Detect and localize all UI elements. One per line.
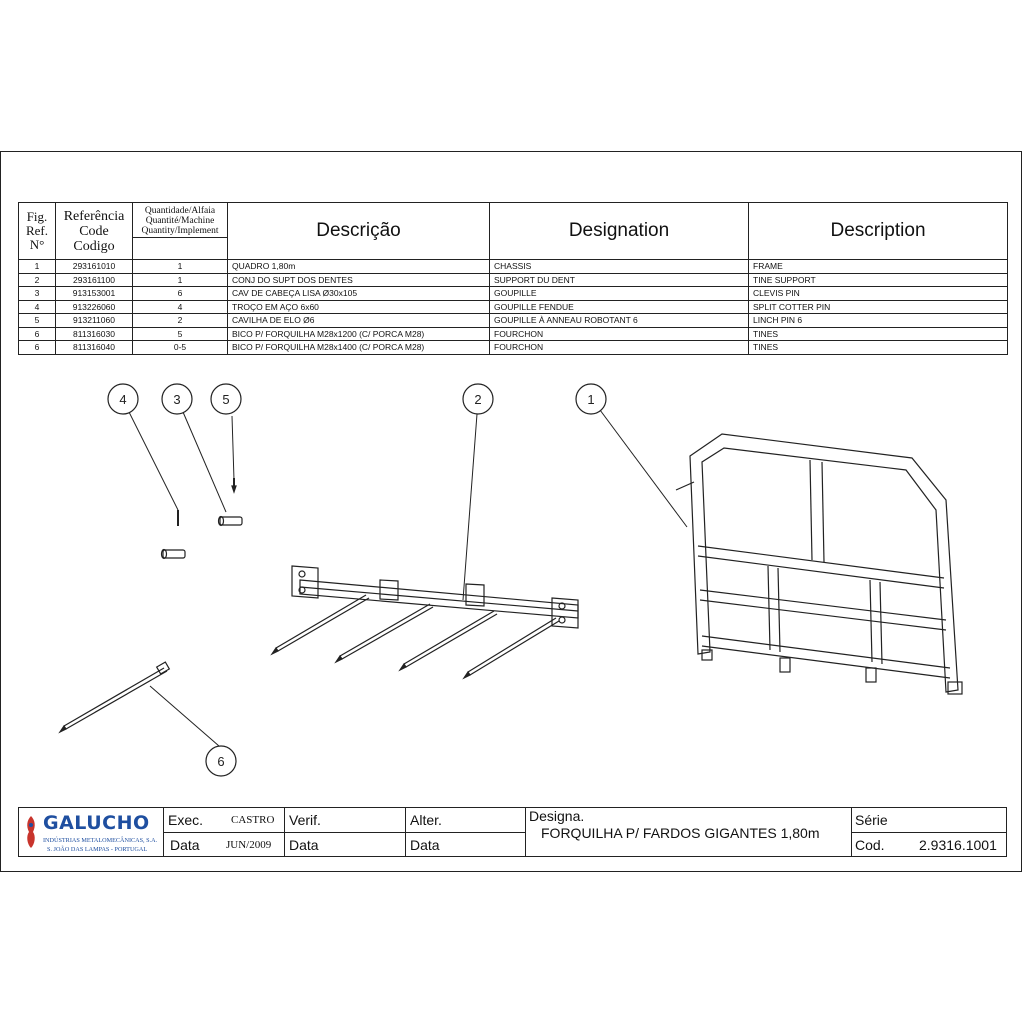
verif-label: Verif. xyxy=(289,812,321,828)
title-block: GALUCHO INDÚSTRIAS METALOMECÂNICAS, S.A.… xyxy=(18,807,1007,857)
cell-fr: FOURCHON xyxy=(489,326,749,341)
header-ref-line1: Referência xyxy=(63,208,125,224)
exec-date-value: JUN/2009 xyxy=(226,839,272,851)
header-fig-line3: N° xyxy=(29,237,45,252)
part-tine-support xyxy=(270,565,579,680)
cell-qty: 5 xyxy=(132,326,228,341)
exec-value: CASTRO xyxy=(231,814,275,826)
callout-circle xyxy=(210,383,242,415)
cell-qty: 1 xyxy=(132,259,228,274)
part-linch-pin xyxy=(231,478,237,494)
header-qty-line3: Quantity/Implement xyxy=(133,226,227,238)
cell-en: CLEVIS PIN xyxy=(748,286,1008,301)
cell-ref: 811316040 xyxy=(55,340,133,355)
parts-list-table: Fig. Ref. N° Referência Code Codigo Quan… xyxy=(18,202,1008,355)
cell-fr: GOUPILLE xyxy=(489,286,749,301)
header-fig-line2: Ref. xyxy=(25,223,49,238)
header-description: Description xyxy=(748,202,1008,260)
rooster-logo-icon xyxy=(27,816,35,848)
cell-fig: 5 xyxy=(18,313,56,328)
header-designation: Designation xyxy=(489,202,749,260)
callout-circle xyxy=(575,383,607,415)
cell-en: FRAME xyxy=(748,259,1008,274)
exec-label: Exec. xyxy=(168,812,204,828)
part-clevis-pin xyxy=(160,515,243,560)
alter-date-label: Data xyxy=(410,837,440,853)
callout-number: 3 xyxy=(173,392,180,407)
designation-label: Designa. xyxy=(529,808,585,824)
alter-label: Alter. xyxy=(410,812,442,828)
cell-fig: 6 xyxy=(18,326,56,341)
cell-fr: SUPPORT DU DENT xyxy=(489,272,749,287)
cod-value: 2.9316.1001 xyxy=(919,837,997,853)
header-descricao: Descrição xyxy=(227,202,490,260)
header-fig-ref: Fig. Ref. N° xyxy=(18,202,56,260)
hline-left xyxy=(163,832,525,833)
cell-fig: 6 xyxy=(18,340,56,355)
callout-number: 4 xyxy=(119,392,126,407)
cell-pt: TROÇO EM AÇO 6x60 xyxy=(227,299,490,314)
cell-pt: CAVILHA DE ELO Ø6 xyxy=(227,313,490,328)
cell-ref: 811316030 xyxy=(55,326,133,341)
callout-circle xyxy=(462,383,494,415)
cell-pt: CAV DE CABEÇA LISA Ø30x105 xyxy=(227,286,490,301)
callout-number: 2 xyxy=(474,392,481,407)
serie-label: Série xyxy=(855,812,888,828)
callout-circle xyxy=(107,383,139,415)
verif-date-label: Data xyxy=(289,837,319,853)
callout-number: 5 xyxy=(222,392,229,407)
part-frame xyxy=(675,433,963,695)
cell-qty: 1 xyxy=(132,272,228,287)
cell-pt: CONJ DO SUPT DOS DENTES xyxy=(227,272,490,287)
header-qty-line1: Quantidade/Alfaia xyxy=(144,206,216,216)
company-location: S. JOÃO DAS LAMPAS - PORTUGAL xyxy=(47,846,148,853)
drawing-sheet-border xyxy=(0,151,1022,872)
hline-right xyxy=(851,832,1006,833)
callout-number: 1 xyxy=(587,392,594,407)
header-quantity: Quantidade/Alfaia Quantité/Machine Quant… xyxy=(132,202,228,260)
header-ref-line3: Codigo xyxy=(73,238,115,254)
part-tine-loose xyxy=(58,661,171,734)
callout-circle xyxy=(161,383,193,415)
cell-en: SPLIT COTTER PIN xyxy=(748,299,1008,314)
header-fig-line1: Fig. xyxy=(26,209,48,224)
cell-en: LINCH PIN 6 xyxy=(748,313,1008,328)
callout-group: 4 3 5 2 1 6 xyxy=(107,383,607,777)
cell-en: TINES xyxy=(748,326,1008,341)
cell-en: TINES xyxy=(748,340,1008,355)
cell-en: TINE SUPPORT xyxy=(748,272,1008,287)
cell-fig: 1 xyxy=(18,259,56,274)
cod-label: Cod. xyxy=(855,837,885,853)
callout-circle xyxy=(205,745,237,777)
company-logo: GALUCHO INDÚSTRIAS METALOMECÂNICAS, S.A.… xyxy=(19,808,163,856)
callout-number: 6 xyxy=(217,754,224,769)
company-subtitle: INDÚSTRIAS METALOMECÂNICAS, S.A. xyxy=(43,837,158,844)
header-qty-line2: Quantité/Machine xyxy=(145,216,215,226)
divider-4 xyxy=(525,808,526,856)
cell-ref: 293161100 xyxy=(55,272,133,287)
exec-date-label: Data xyxy=(170,837,200,853)
header-ref-line2: Code xyxy=(79,223,109,239)
designation-value: FORQUILHA P/ FARDOS GIGANTES 1,80m xyxy=(541,825,820,841)
leader-lines xyxy=(128,409,688,747)
cell-ref: 913211060 xyxy=(55,313,133,328)
company-name: GALUCHO xyxy=(43,812,150,834)
